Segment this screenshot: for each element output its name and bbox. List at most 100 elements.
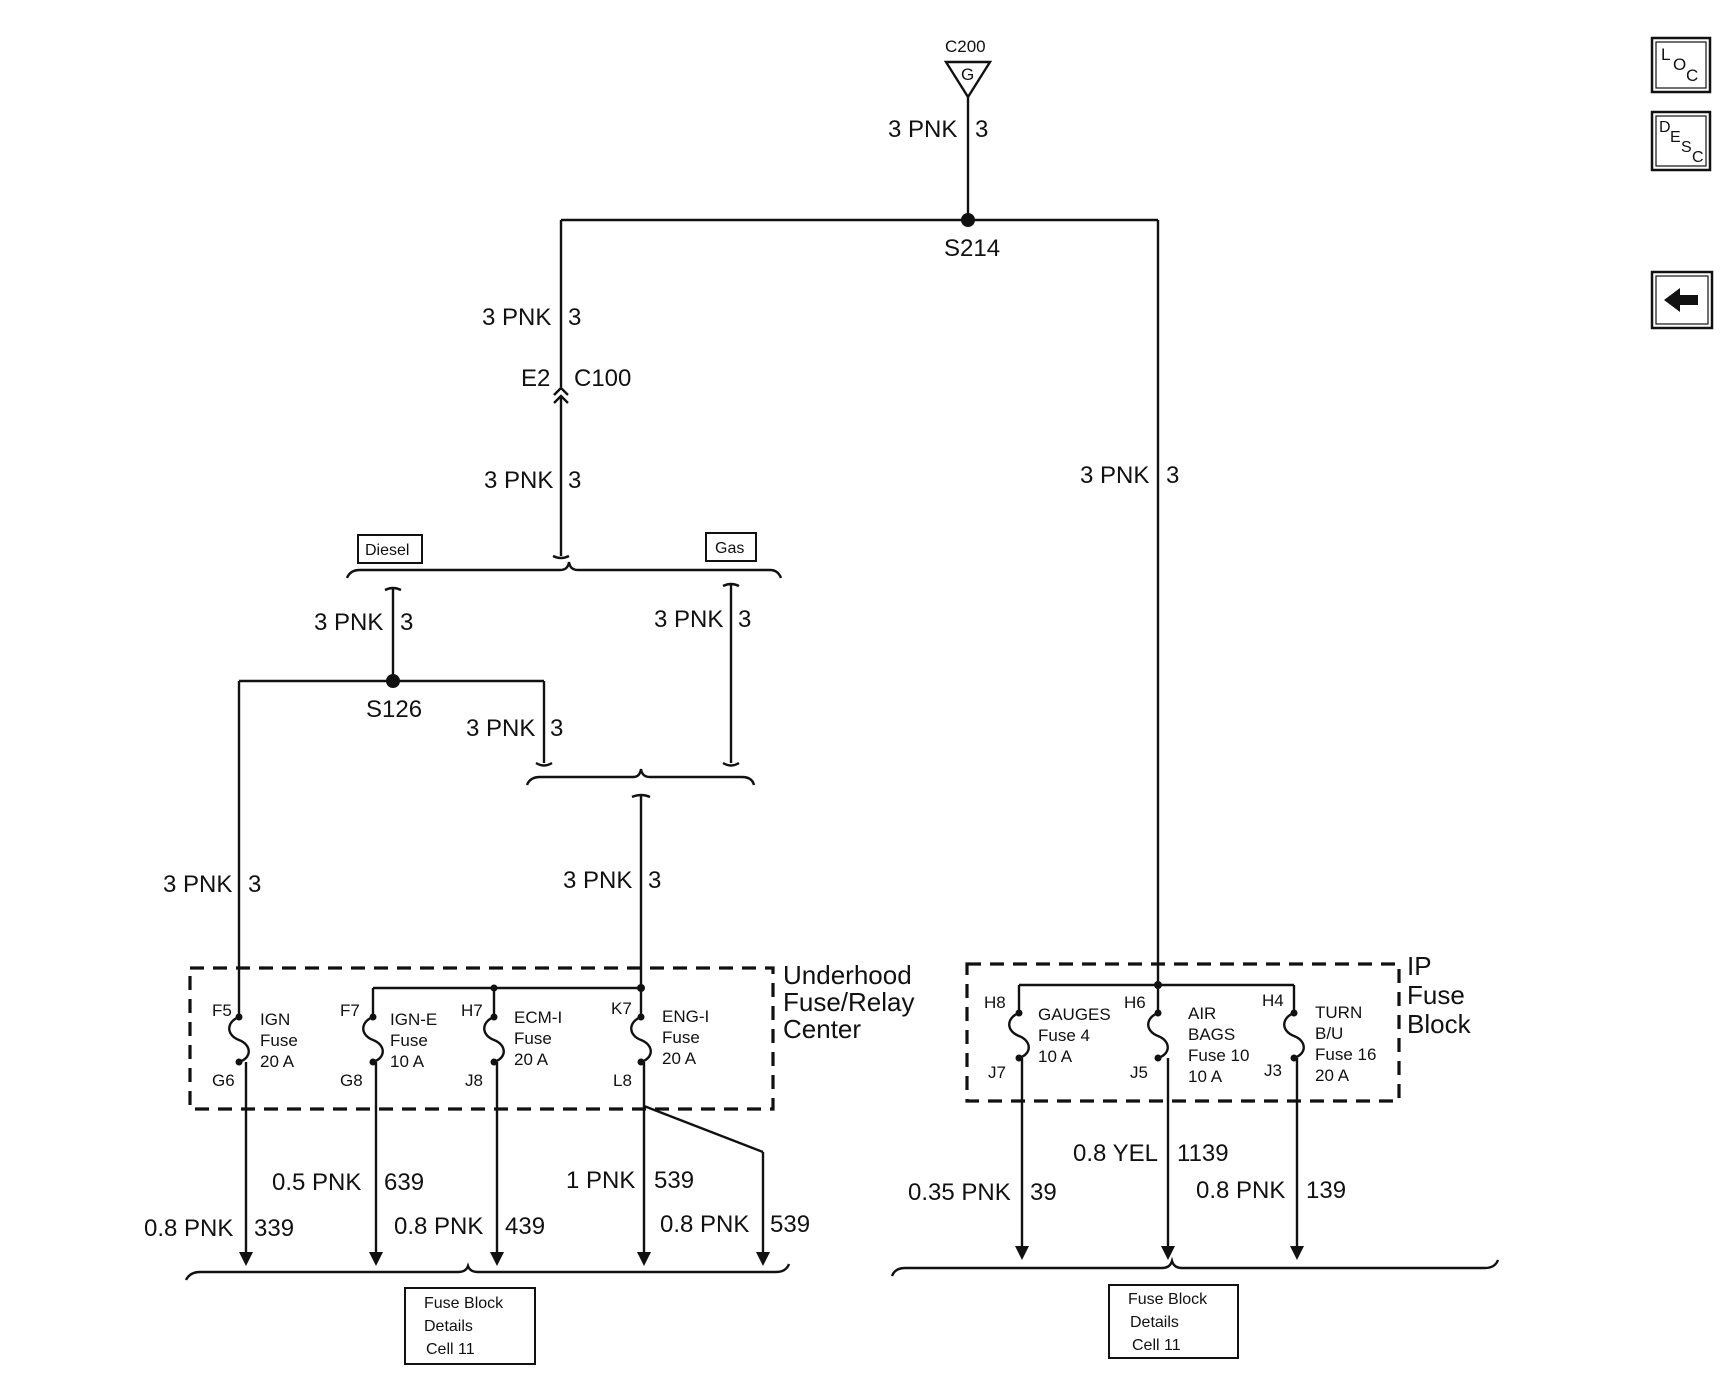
underhood-fuse-relay-center: Underhood Fuse/Relay Center F5 G6 IGN Fu… [188,960,915,1111]
wire-label: 0.8 PNK [1196,1177,1285,1204]
fuse-in-pin: H4 [1262,991,1284,1010]
wire-circuit: 339 [254,1215,294,1242]
fuse-out-pin: J5 [1130,1063,1148,1082]
merge-brace [525,768,756,786]
wire-circuit: 3 [738,606,751,633]
wire-label: 0.8 PNK [144,1215,233,1242]
fuse-name-2: BAGS [1188,1025,1235,1044]
loc-letter-c: C [1686,66,1698,85]
arrow-down-icon [1161,1246,1175,1260]
wire-label: 0.5 PNK [272,1169,361,1196]
wire-circuit: 3 [1166,462,1179,489]
underhood-title-3: Center [783,1014,861,1044]
fuse-icon [1147,1011,1169,1060]
splice-label-s214: S214 [944,235,1000,262]
wire-circuit: 539 [654,1167,694,1194]
ref-line-3: Cell 11 [1132,1337,1181,1354]
fuse-block-details-ref-right[interactable]: Fuse Block Details Cell 11 [1108,1284,1239,1359]
fuse-turn-bu: H4 J3 TURN B/U Fuse 16 20 A [1262,991,1376,1085]
desc-letter-d: D [1659,119,1671,136]
fuse-out-pin: J3 [1264,1061,1282,1080]
wire-circuit: 3 [568,304,581,331]
left-arrow-icon [1664,288,1698,312]
ground-c200: C200 G [943,37,993,100]
splice-label-s126: S126 [366,696,422,723]
fuse-type: Fuse [260,1031,298,1050]
fuse-name: GAUGES [1038,1005,1111,1024]
wire-label: 0.8 PNK [394,1213,483,1240]
wire-circuit: 3 [400,609,413,636]
fuse-in-pin: H8 [984,993,1006,1012]
wire-label: 3 PNK [484,467,553,494]
fuse-block-details-ref-left[interactable]: Fuse Block Details Cell 11 [404,1287,536,1365]
wire-label: 3 PNK [163,871,232,898]
fuse-type: Fuse 4 [1038,1026,1090,1045]
fuse-type: Fuse [390,1031,428,1050]
wire-label: 1 PNK [566,1167,635,1194]
arrow-down-icon [1015,1246,1029,1260]
option-gas-box [705,532,757,562]
fuse-in-pin: K7 [611,999,632,1018]
arrow-down-icon [490,1252,504,1266]
fuse-type: Fuse 10 [1188,1046,1249,1065]
wire-circuit: 1139 [1177,1140,1229,1167]
fuse-icon [228,1015,250,1064]
fuse-rating: 20 A [260,1052,295,1071]
wire-label: 3 PNK [482,304,551,331]
wire-circuit: 3 [648,867,661,894]
option-brace [345,561,783,579]
ip-title-3: Block [1407,1009,1472,1039]
ref-line-2: Details [424,1318,473,1335]
underhood-title-2: Fuse/Relay [783,987,915,1017]
wire-circuit: 39 [1030,1179,1057,1206]
fuse-icon [1008,1011,1030,1060]
desc-letter-s: S [1681,139,1692,156]
output-brace [184,1262,791,1281]
wire-circuit: 439 [505,1213,545,1240]
desc-letter-e: E [1670,129,1681,146]
option-diesel: Diesel [365,542,409,559]
c100-name: C100 [574,365,631,392]
description-button[interactable]: D E S C [1650,110,1712,172]
wire-label: 0.8 YEL [1073,1140,1158,1167]
wire-label: 3 PNK [888,116,957,143]
fuse-rating: 20 A [662,1049,697,1068]
fuse-icon [1283,1011,1305,1060]
wire-circuit: 139 [1306,1177,1346,1204]
wire-label: 3 PNK [654,606,723,633]
wire-circuit: 3 [975,116,988,143]
loc-letter-o: O [1673,55,1686,74]
wire-circuit: 539 [770,1211,810,1238]
ref-line-1: Fuse Block [424,1295,504,1312]
fuse-air-bags: H6 J5 AIR BAGS Fuse 10 10 A [1124,993,1249,1086]
output-brace [890,1256,1500,1277]
wire-label: 3 PNK [466,715,535,742]
fuse-type: Fuse 16 [1315,1045,1376,1064]
ip-title-2: Fuse [1407,980,1465,1010]
ip-fuse-block: IP Fuse Block H8 J7 GAUGES Fuse 4 10 A H… [965,951,1472,1103]
wire-label: 3 PNK [1080,462,1149,489]
fuse-name: ENG-I [662,1007,709,1026]
ip-outputs: 0.35 PNK 39 0.8 YEL 1139 0.8 PNK 139 [908,1058,1346,1260]
underhood-outputs: 0.8 PNK 339 0.5 PNK 639 0.8 PNK 439 1 PN… [144,1062,810,1266]
fuse-in-pin: H6 [1124,993,1146,1012]
arrow-down-icon [756,1252,770,1266]
ground-connector-label: C200 [945,37,986,56]
fuse-in-pin: H7 [461,1001,483,1020]
fuse-ign: F5 G6 IGN Fuse 20 A [212,1001,298,1090]
fuse-name: IGN [260,1010,290,1029]
fuse-out-pin: J8 [465,1071,483,1090]
location-button[interactable]: L O C [1650,36,1712,94]
fuse-out-pin: L8 [613,1071,632,1090]
ref-line-3: Cell 11 [426,1341,475,1358]
loc-letter-l: L [1661,45,1670,64]
fuse-in-pin: F7 [340,1001,360,1020]
arrow-down-icon [637,1252,651,1266]
fuse-name: ECM-I [514,1008,562,1027]
wire-circuit: 3 [248,871,261,898]
back-button[interactable] [1650,270,1714,330]
connector-c100-icon [553,386,569,396]
option-gas: Gas [715,540,744,557]
ref-line-2: Details [1130,1314,1179,1331]
